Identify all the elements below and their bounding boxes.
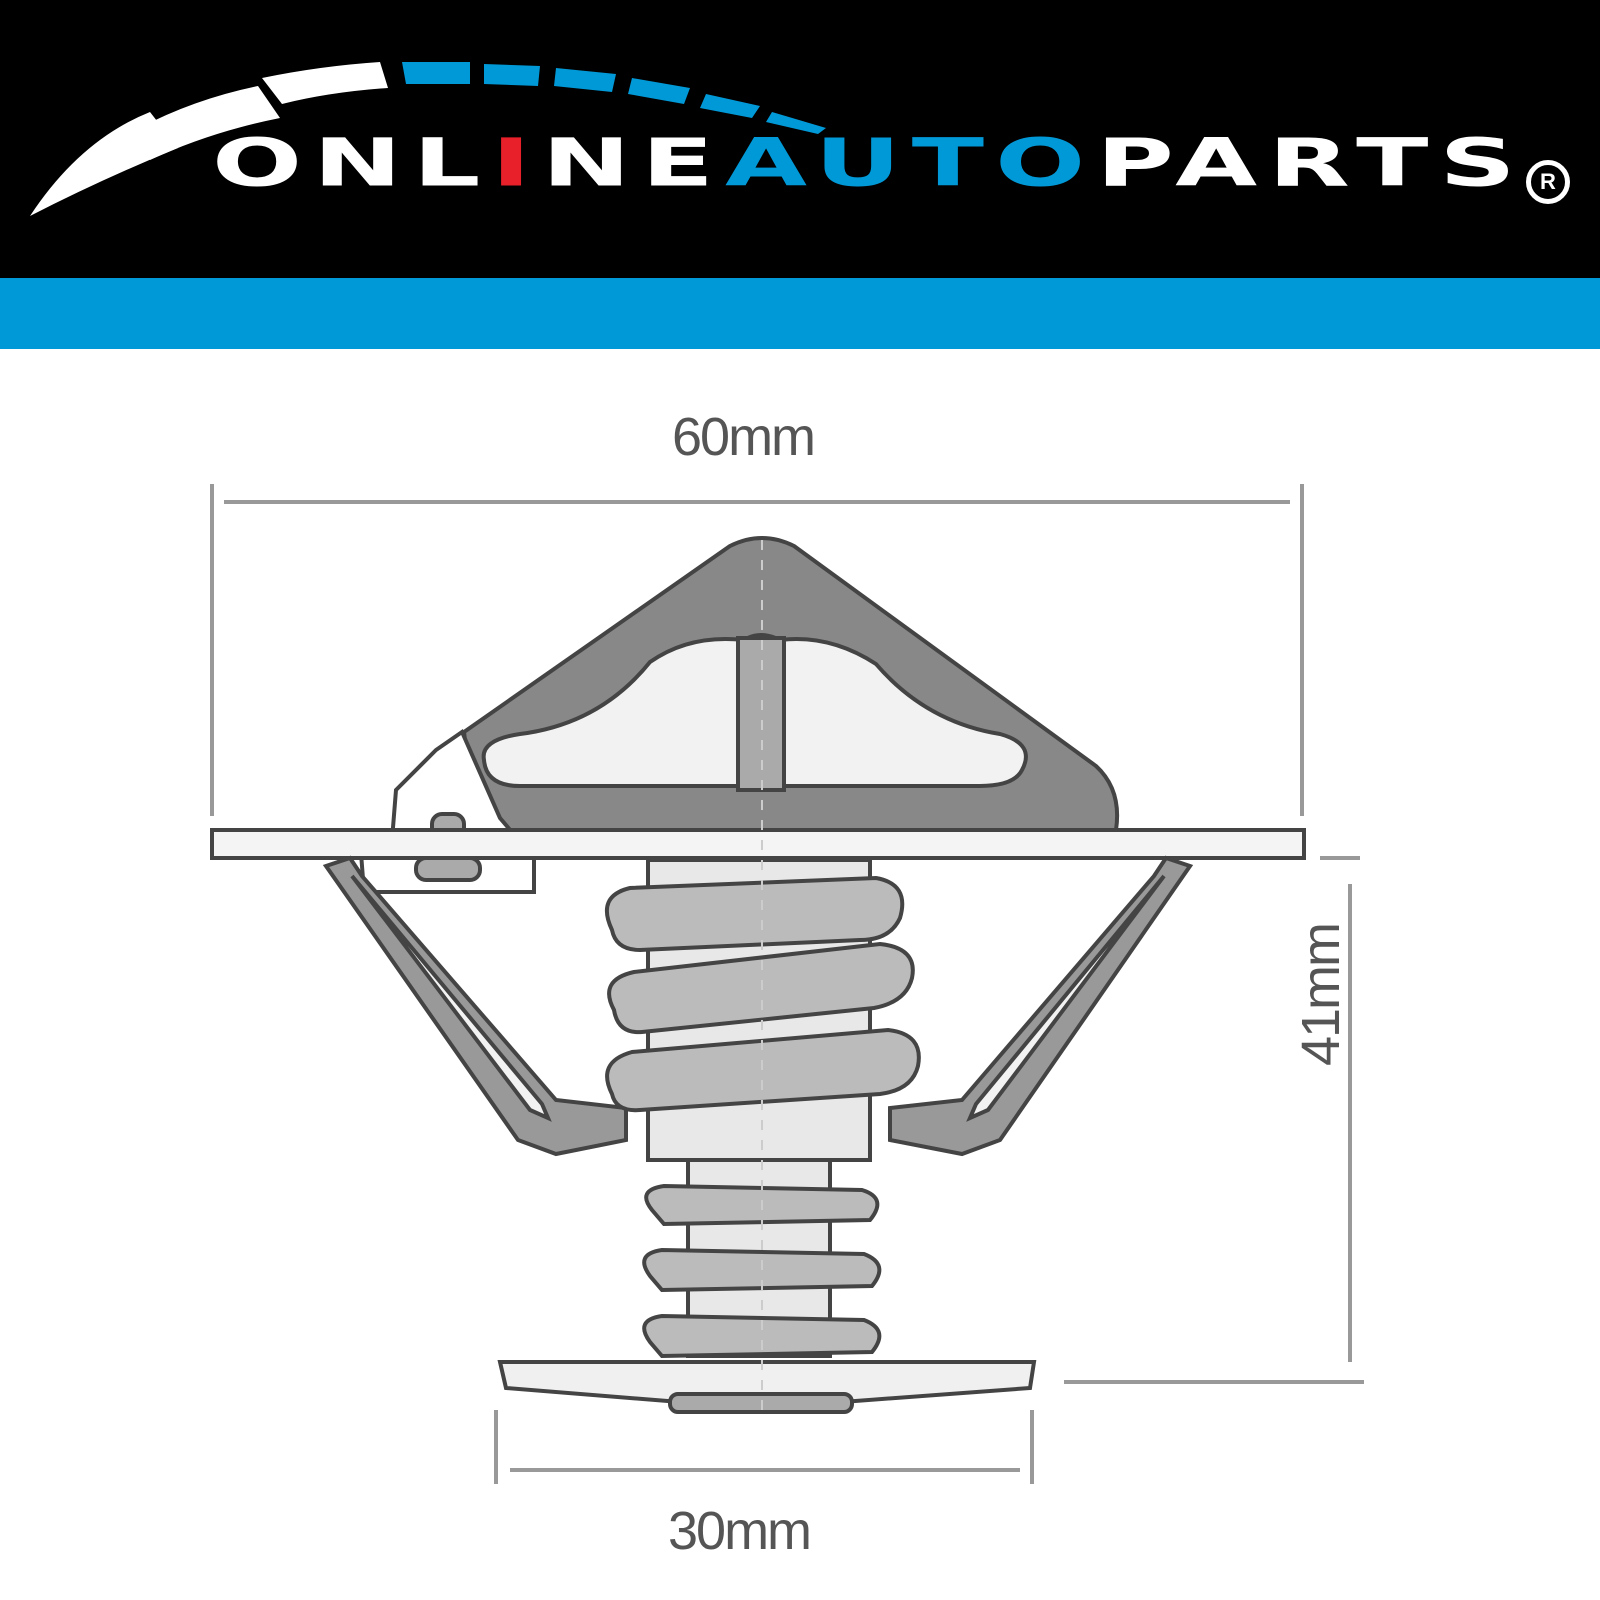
brand-logo: onlineautoparts R	[0, 0, 1600, 278]
brand-part-5: parts	[1096, 124, 1527, 201]
spring-coil-1	[605, 875, 905, 953]
spring-coil-3	[605, 1027, 921, 1113]
dim-label-height: 41mm	[1291, 923, 1351, 1067]
thermostat-diagram	[210, 484, 1364, 1484]
brand-part-1: onl	[212, 124, 492, 201]
cage-right	[888, 855, 1194, 1157]
brand-part-4: auto	[724, 124, 1097, 201]
lower-coil-3	[642, 1313, 882, 1359]
dim-label-width-bottom: 30mm	[668, 1501, 812, 1561]
brand-wordmark: onlineautoparts	[212, 124, 1552, 201]
brand-part-2: i	[491, 124, 542, 201]
flange-plate	[210, 828, 1306, 860]
brand-part-3: ne	[541, 124, 725, 201]
header-bar	[0, 0, 1600, 278]
cage-right-inner	[966, 874, 1166, 1122]
cage-left-inner	[350, 874, 552, 1122]
swoosh-logo-icon	[30, 62, 826, 216]
registered-mark-icon: R	[1526, 160, 1570, 204]
jiggle-pin-base	[414, 856, 482, 882]
blue-stripe	[0, 278, 1600, 349]
dim-label-width-top: 60mm	[672, 407, 816, 467]
